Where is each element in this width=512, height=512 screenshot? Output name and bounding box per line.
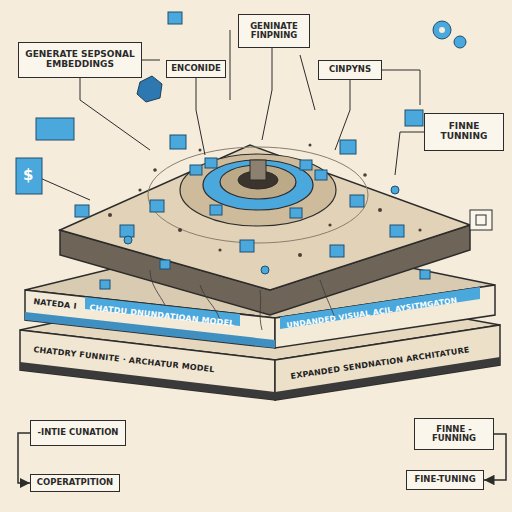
band-label: UNDANDED VISUAL ACIL AYSITMGATON [286,296,458,330]
bracket-arrow [484,434,506,480]
label-box: FINE-TUNING [406,470,484,490]
gear-icon [433,21,466,48]
bracket-arrow [18,433,30,483]
band-label: CHATDU DNUNDATIOAN MODEL [89,303,235,328]
box-text: GENINATE FINPNING [242,22,306,41]
box-text: FINNE TUNNING [428,122,500,142]
box-text: COPERATPITION [37,478,113,487]
box-text: CINPYNS [329,65,371,74]
label-box: ENCONIDE [166,60,226,78]
band-label: $ [23,166,34,184]
box-text: GENERATE SEPSONAL EMBEDDINGS [22,50,138,70]
top-platform [60,110,470,315]
label-box: FINNE -FUNNING [414,418,494,450]
hexagon-icon [137,76,162,102]
document-card [16,158,42,194]
screen-card [36,118,74,140]
label-box: COPERATPITION [30,474,120,492]
label-box: GENERATE SEPSONAL EMBEDDINGS [18,42,142,78]
box-text: ENCONIDE [171,64,221,73]
band-label: CHATDRY FUNNITE · ARCHATUR MODEL [33,345,215,374]
label-box: CINPYNS [318,60,382,80]
band-label: EXPANDED SENDNATION ARCHITATURE [290,345,470,381]
cube-icon [168,12,182,24]
label-box: -INTIE CUNATION [30,420,126,446]
box-text: FINE-TUNING [414,475,475,484]
frame-icon [470,210,492,230]
label-box: FINNE TUNNING [424,113,504,151]
box-text: FINNE -FUNNING [418,425,490,444]
label-box: GENINATE FINPNING [238,14,310,48]
band-label: NATEDA I [33,297,77,311]
frame-icon [476,215,486,225]
box-text: -INTIE CUNATION [37,428,118,437]
